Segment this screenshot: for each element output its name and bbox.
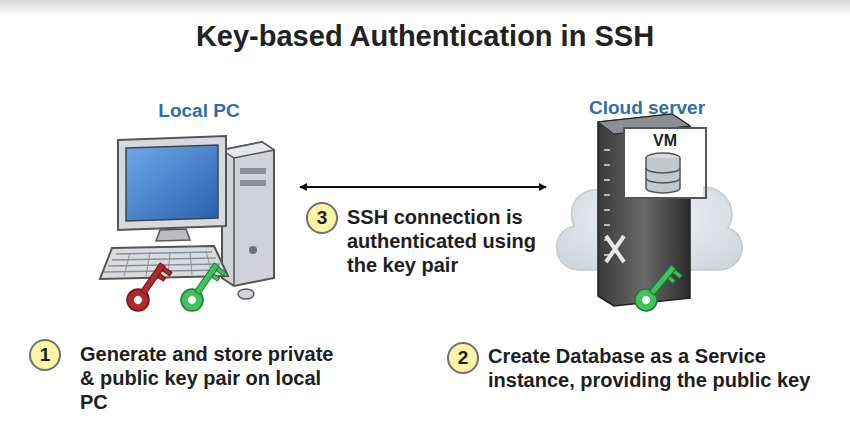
- callout-number: 1: [29, 339, 61, 371]
- private-key: [123, 258, 173, 315]
- callout-number: 2: [447, 342, 479, 374]
- diagram-title: Key-based Authentication in SSH: [0, 20, 850, 53]
- public-key: [177, 258, 227, 315]
- callout-number: 3: [306, 202, 338, 234]
- server-illustration: [557, 114, 743, 306]
- server-node: Cloud serverVM: [548, 97, 746, 312]
- step-text: Create Database as a Service instance, p…: [488, 344, 833, 392]
- pc-illustration: [100, 136, 274, 299]
- connection-arrow: [300, 186, 546, 188]
- top-shade: [0, 0, 850, 16]
- step-text: SSH connection is authenticated using th…: [347, 205, 547, 277]
- node-label: VM: [625, 129, 705, 150]
- vm-box: VM: [623, 127, 707, 199]
- node-label: Cloud server: [548, 97, 746, 119]
- node-label: Local PC: [100, 100, 298, 122]
- step-text: Generate and store private & public key …: [80, 342, 348, 414]
- public-key: [631, 260, 683, 316]
- computer-node: Local PC: [100, 100, 298, 315]
